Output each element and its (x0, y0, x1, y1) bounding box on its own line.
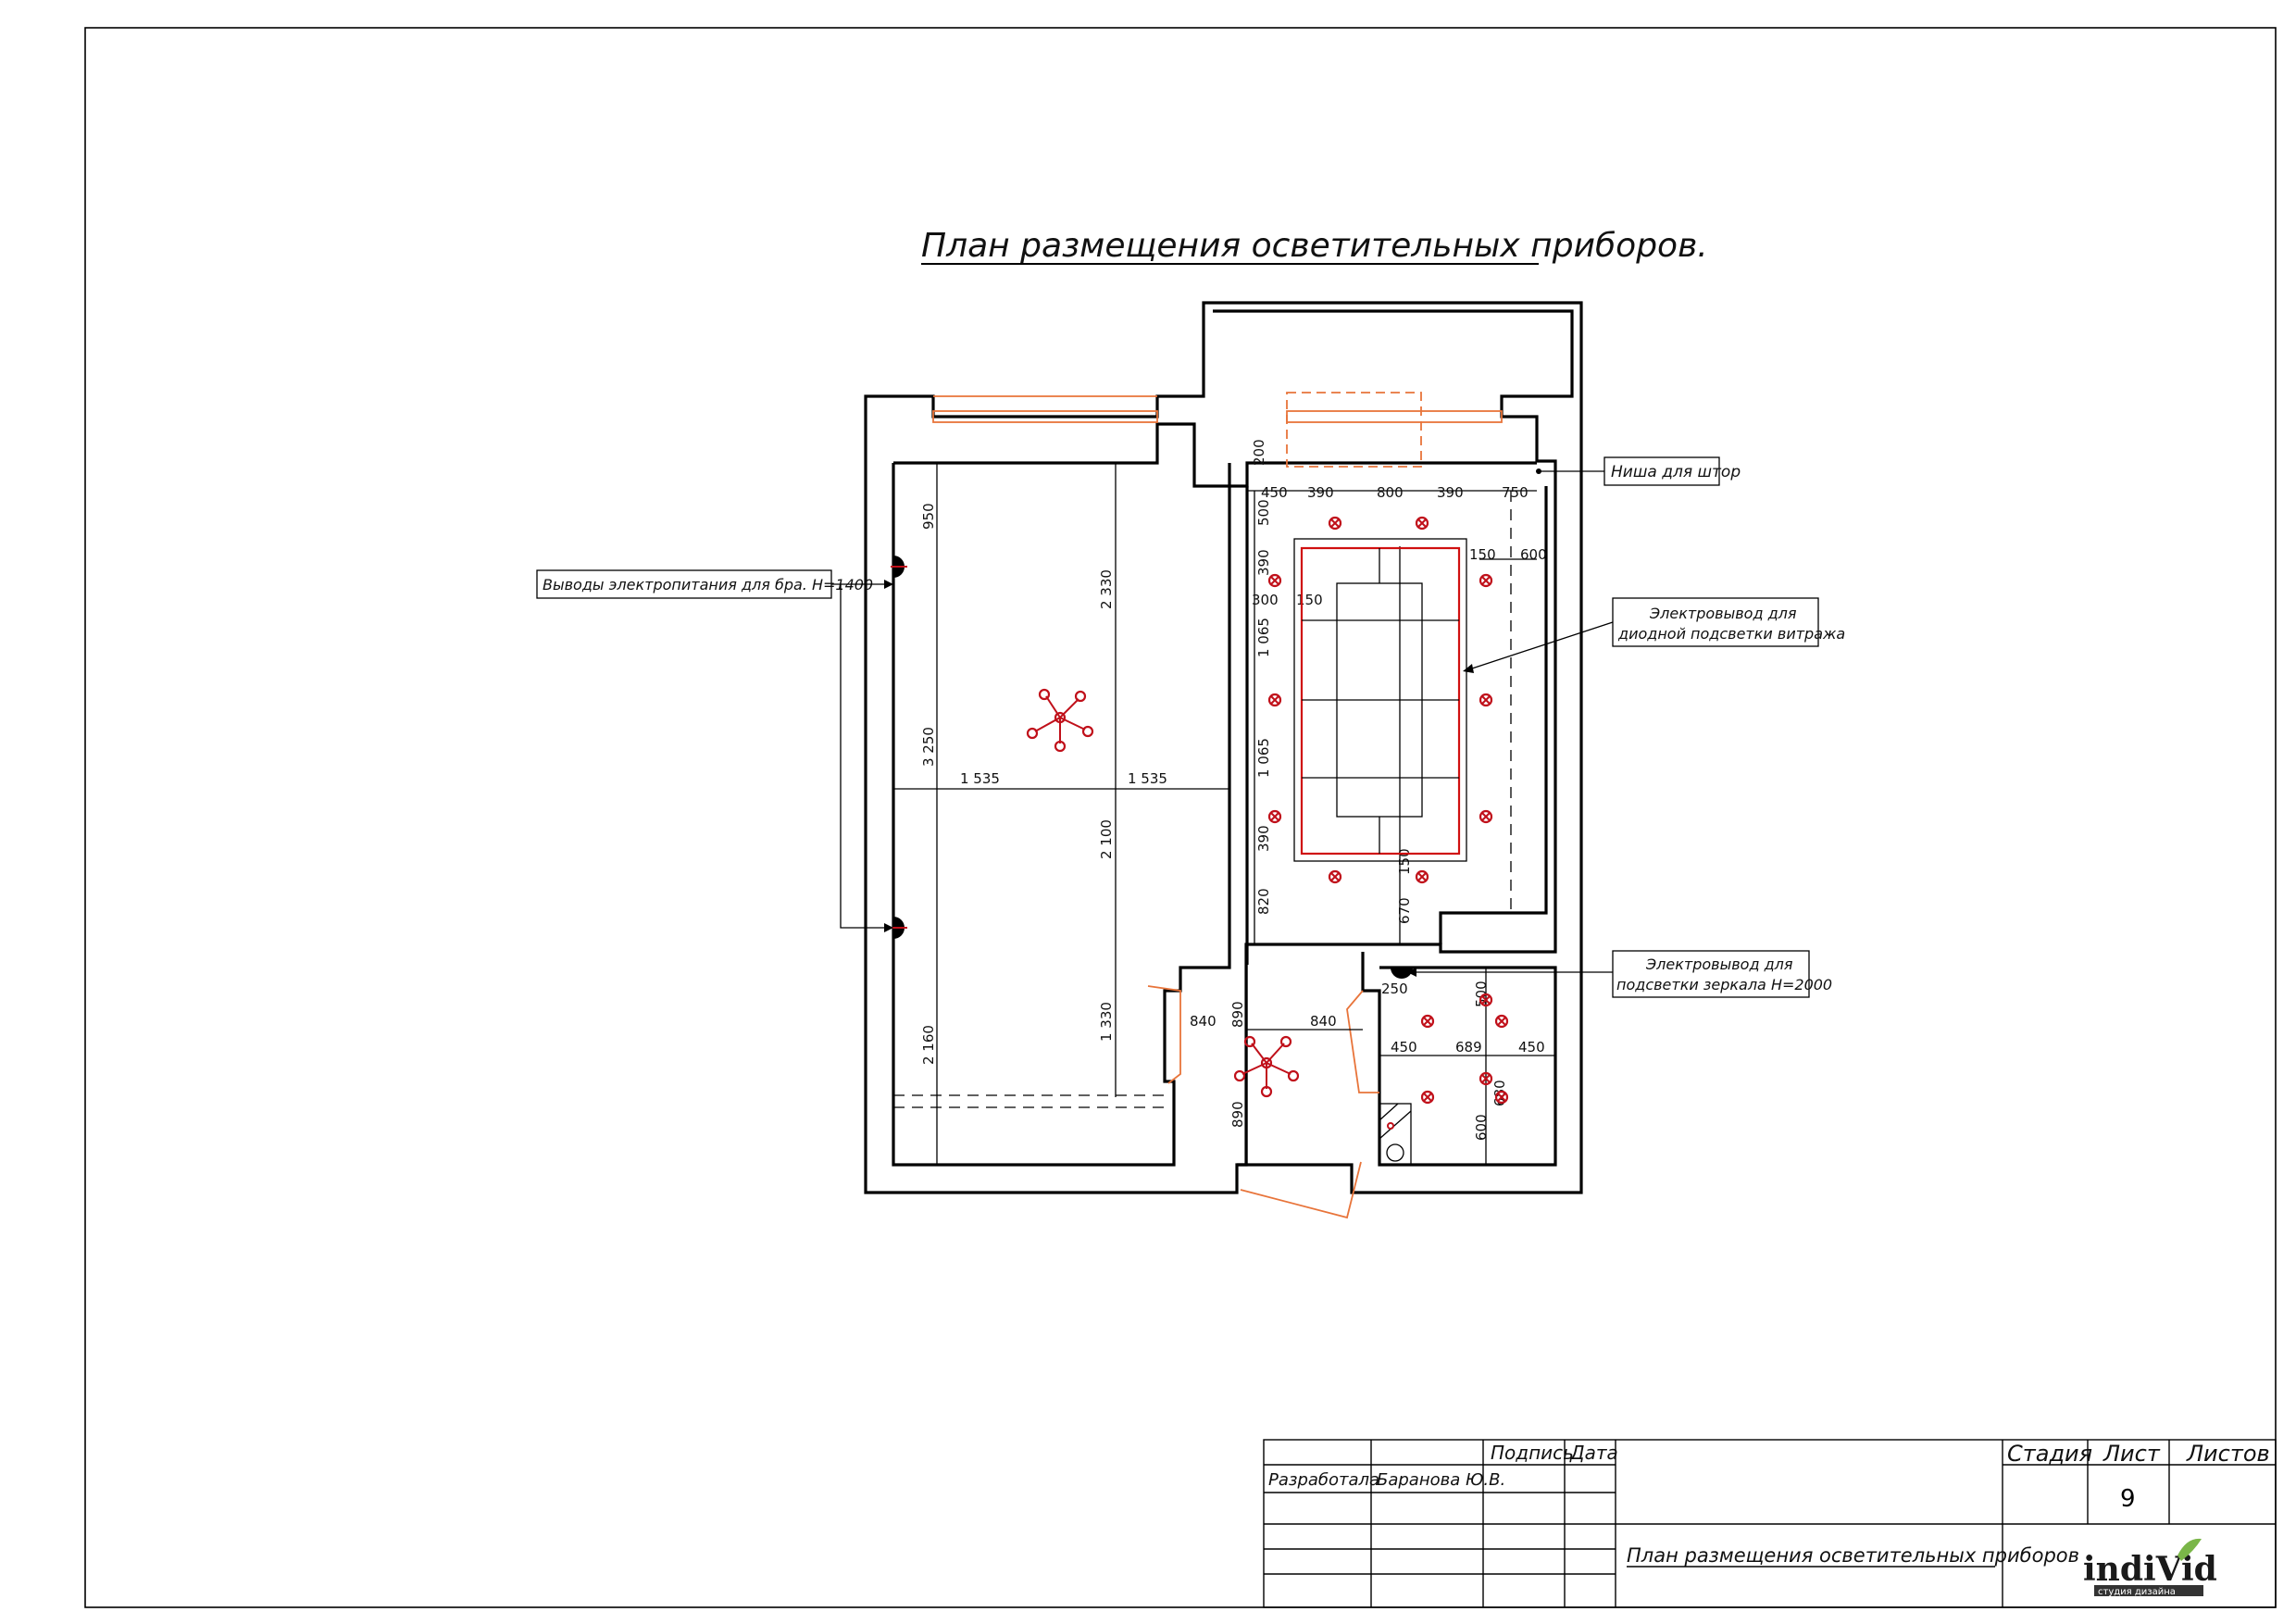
spot-lamp-icon (1328, 516, 1342, 531)
svg-text:2 330: 2 330 (1098, 569, 1115, 609)
svg-text:840: 840 (1190, 1013, 1217, 1030)
svg-text:950: 950 (920, 503, 937, 530)
mirror-outlet-icon (1391, 968, 1413, 979)
svg-text:450: 450 (1391, 1039, 1417, 1056)
svg-text:подсветки зеркала Н=2000: подсветки зеркала Н=2000 (1616, 976, 1832, 993)
svg-text:250: 250 (1381, 981, 1408, 997)
svg-text:670: 670 (1396, 897, 1413, 924)
spot-lamp-icon (1328, 869, 1342, 884)
svg-text:390: 390 (1307, 484, 1334, 501)
outer-wall (864, 301, 1583, 1194)
chandelier-icon (1026, 688, 1094, 753)
tb-date: Дата (1569, 1442, 1618, 1464)
svg-text:750: 750 (1502, 484, 1529, 501)
svg-text:200: 200 (1251, 439, 1267, 466)
corridor-door (1147, 985, 1181, 1084)
left-room-inner (893, 422, 1537, 488)
svg-text:студия дизайна: студия дизайна (2098, 1587, 2176, 1597)
dimension-lines (893, 463, 1555, 1165)
svg-text:450: 450 (1261, 484, 1288, 501)
svg-text:indiVid: indiVid (2083, 1550, 2217, 1589)
spot-lamp-icon (1479, 809, 1493, 824)
studio-logo: indiVid студия дизайна (2083, 1538, 2217, 1597)
spot-lamp-icon (1479, 573, 1493, 588)
callout-curtain-niche: Ниша для штор (1536, 456, 1741, 486)
svg-text:150: 150 (1469, 546, 1496, 563)
callout-mirror: Электровывод для подсветки зеркала Н=200… (1407, 950, 1832, 998)
svg-text:390: 390 (1437, 484, 1464, 501)
stained-glass-ceiling (1293, 538, 1467, 862)
svg-text:1 330: 1 330 (1098, 1002, 1115, 1042)
tb-sheets: Листов (2186, 1441, 2270, 1467)
bathroom-door (1346, 990, 1379, 1093)
left-room-interior (892, 463, 1231, 1167)
svg-text:150: 150 (1396, 848, 1413, 875)
title-block (1263, 1439, 2277, 1608)
svg-text:800: 800 (1377, 484, 1404, 501)
svg-text:3 250: 3 250 (920, 727, 937, 767)
svg-text:1 065: 1 065 (1255, 618, 1272, 657)
svg-text:820: 820 (1255, 888, 1272, 915)
svg-text:Электровывод для: Электровывод для (1649, 605, 1797, 622)
entry-door (1240, 1161, 1362, 1219)
sconce-icon (891, 556, 907, 578)
svg-text:390: 390 (1255, 825, 1272, 852)
floor-plan (864, 301, 1583, 1219)
door-jamb (1237, 1111, 1248, 1167)
page-title: План размещения осветительных приборов. (921, 227, 1708, 265)
tb-drawing-name: План размещения осветительных приборов (1627, 1544, 2079, 1567)
shower-tray (1379, 1103, 1412, 1166)
svg-text:2 160: 2 160 (920, 1025, 937, 1065)
svg-text:390: 390 (1255, 549, 1272, 576)
svg-text:500: 500 (1255, 499, 1272, 526)
tb-developer-name: Баранова Ю.В. (1377, 1470, 1505, 1490)
spot-lamps (1267, 516, 1509, 1105)
tb-sheet-number: 9 (2120, 1485, 2136, 1513)
callout-sconce: Выводы электропитания для бра. Н=1400 (536, 569, 893, 932)
spot-lamp-icon (1267, 693, 1282, 707)
svg-text:600: 600 (1520, 546, 1547, 563)
svg-text:150: 150 (1296, 592, 1323, 608)
callout-stained-glass: Электровывод для диодной подсветки витра… (1463, 597, 1845, 673)
spot-lamp-icon (1420, 1090, 1435, 1105)
svg-text:1 535: 1 535 (960, 770, 1000, 787)
central-room-right (1439, 486, 1548, 944)
tb-sheet: Лист (2103, 1441, 2161, 1467)
window-right (1286, 410, 1503, 423)
svg-text:840: 840 (1310, 1013, 1337, 1030)
svg-text:диодной подсветки витража: диодной подсветки витража (1617, 625, 1845, 643)
dimension-texts: 200 450 390 800 390 750 500 390 300 150 … (920, 439, 1547, 1141)
spot-lamp-icon (1420, 1014, 1435, 1029)
svg-text:Ниша для штор: Ниша для штор (1611, 463, 1741, 481)
balcony-door (1286, 392, 1422, 468)
spot-lamp-icon (1479, 993, 1493, 1007)
chandelier-icon (1233, 1035, 1300, 1098)
svg-text:2 100: 2 100 (1098, 819, 1115, 859)
spot-lamp-icon (1494, 1090, 1509, 1105)
spot-lamp-icon (1415, 516, 1429, 531)
svg-text:890: 890 (1229, 1101, 1246, 1128)
svg-text:1 065: 1 065 (1255, 738, 1272, 778)
svg-text:1 535: 1 535 (1128, 770, 1167, 787)
spot-lamp-icon (1479, 1071, 1493, 1086)
spot-lamp-icon (1479, 693, 1493, 707)
svg-text:450: 450 (1518, 1039, 1545, 1056)
tb-signature: Подпись (1491, 1442, 1574, 1464)
svg-text:600: 600 (1473, 1114, 1490, 1141)
svg-text:300: 300 (1252, 592, 1279, 608)
spot-lamp-icon (1415, 869, 1429, 884)
tb-stage: Стадия (2007, 1441, 2092, 1467)
svg-text:Электровывод для: Электровывод для (1645, 956, 1793, 973)
sheet-frame (84, 27, 2277, 1608)
svg-text:689: 689 (1455, 1039, 1482, 1056)
svg-text:890: 890 (1229, 1001, 1246, 1028)
tb-role: Разработала (1268, 1470, 1379, 1490)
window-left (932, 410, 1158, 423)
spot-lamp-icon (1267, 573, 1282, 588)
spot-lamp-icon (1494, 1014, 1509, 1029)
svg-text:Выводы электропитания для бра.: Выводы электропитания для бра. Н=1400 (543, 576, 873, 593)
spot-lamp-icon (1267, 809, 1282, 824)
